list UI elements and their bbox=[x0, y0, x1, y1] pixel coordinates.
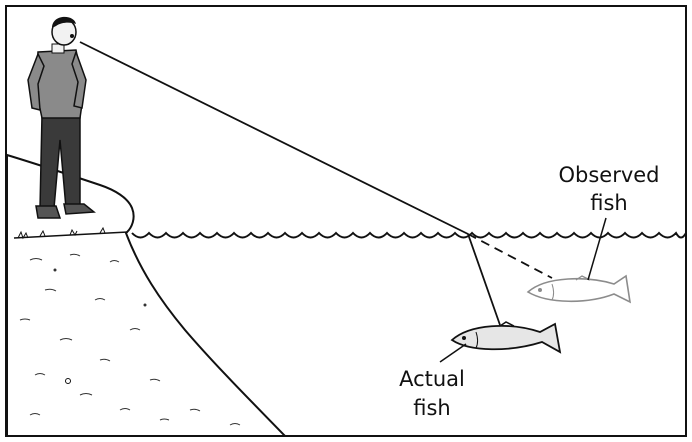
actual-fish-icon bbox=[450, 321, 562, 354]
apparent-ray-dashed bbox=[467, 233, 553, 279]
observed-leader-line bbox=[587, 217, 607, 281]
person-icon bbox=[27, 16, 96, 219]
water-waves-icon bbox=[131, 231, 687, 239]
observed-fish-label-line2: fish bbox=[590, 191, 627, 215]
actual-fish-label-line1: Actual bbox=[399, 367, 465, 391]
eye-icon bbox=[70, 34, 74, 38]
actual-fish-label-line2: fish bbox=[413, 396, 450, 420]
observed-fish-icon bbox=[526, 274, 632, 304]
refracted-ray bbox=[467, 233, 501, 326]
sight-line bbox=[79, 41, 469, 235]
observed-fish-label-line1: Observed bbox=[558, 163, 659, 187]
actual-leader-line bbox=[439, 343, 467, 363]
cliff-icon bbox=[6, 153, 288, 437]
